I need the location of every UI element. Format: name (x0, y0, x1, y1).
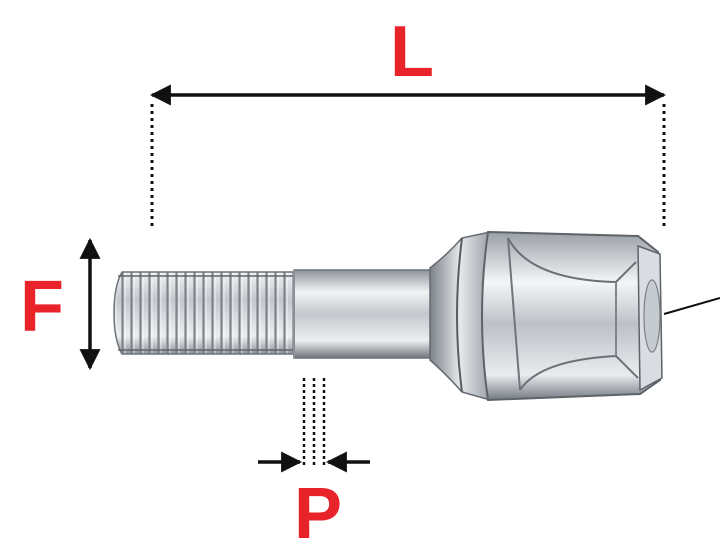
cable-line (663, 297, 720, 315)
smooth-shank (293, 269, 441, 359)
diameter-label: F (20, 267, 64, 347)
length-dimension: L (149, 12, 667, 230)
length-label: L (390, 12, 434, 92)
hex-head (481, 230, 663, 402)
diameter-dimension: F (20, 237, 101, 371)
pitch-dimension: P (258, 378, 370, 554)
pitch-label: P (294, 474, 342, 554)
wheel-bolt (113, 230, 720, 402)
threaded-section (113, 271, 295, 355)
